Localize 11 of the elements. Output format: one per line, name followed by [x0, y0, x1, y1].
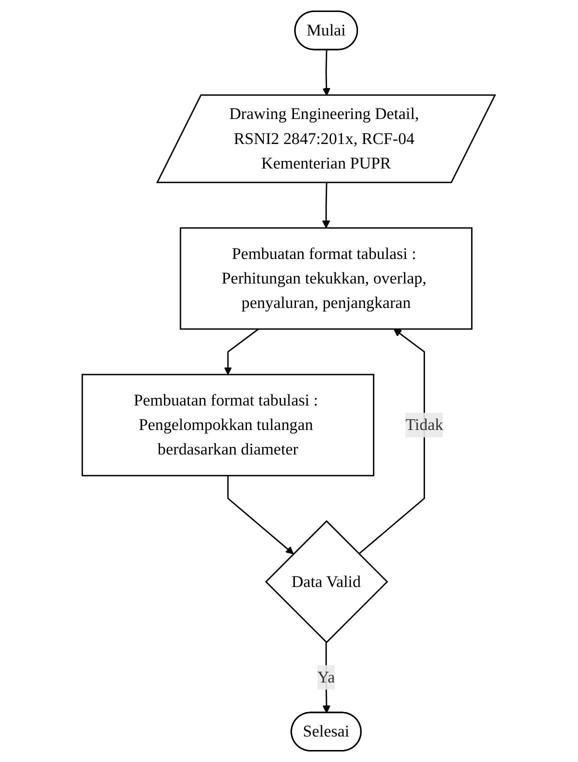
node-box — [180, 227, 473, 330]
node-box — [82, 374, 375, 476]
edge-label: Ya — [318, 668, 336, 686]
node-diamond — [265, 520, 389, 644]
arrow — [224, 328, 260, 375]
flowchart-drawing: Ya Tidak Mulai Drawing Engineering Detail, RSNI2 2847:201x, RCF-04 Kementerian PUPR Pembuatan format tabulasi : Perhitungan tekukkan, overlap, penyaluran, penjangkaran Pembuatan format tabulasi : Pengelompokkan tulangan berdasarkan diameter Data Valid Selesai — [75, 4, 503, 758]
arrow — [322, 182, 330, 228]
edge-label: Tidak — [406, 416, 444, 434]
arrow — [322, 50, 331, 96]
arrow — [358, 328, 426, 554]
arrow — [228, 476, 294, 554]
